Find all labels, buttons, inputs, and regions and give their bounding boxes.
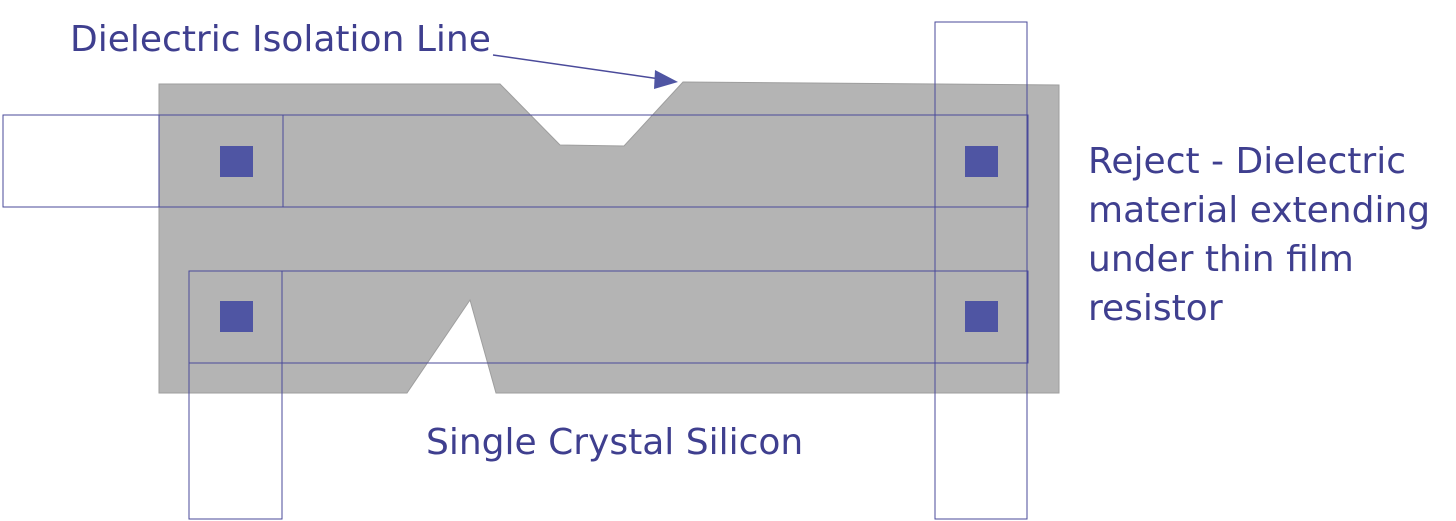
isolation-line-label: Dielectric Isolation Line: [70, 19, 491, 60]
resistor-top: [158, 114, 1029, 208]
reject-note-line: resistor: [1088, 288, 1223, 329]
right-lead: [934, 21, 1028, 520]
left-lead-top: [2, 114, 284, 208]
contact-bottom-right: [965, 301, 998, 332]
isolation-arrow-line: [492, 54, 661, 80]
reject-note-line: under thin film: [1088, 239, 1354, 280]
contact-top-right: [965, 146, 998, 177]
reject-note-line: Reject - Dielectric: [1088, 141, 1407, 182]
reject-note-line: material extending: [1088, 190, 1431, 231]
left-lead-bottom: [188, 270, 283, 520]
contact-top-left: [220, 146, 253, 177]
silicon-island: [158, 81, 1060, 394]
arrow-icon: [654, 70, 678, 89]
reject-note: Reject - Dielectric material extending u…: [1088, 137, 1430, 333]
single-crystal-silicon-label: Single Crystal Silicon: [426, 422, 804, 463]
contact-bottom-left: [220, 301, 253, 332]
